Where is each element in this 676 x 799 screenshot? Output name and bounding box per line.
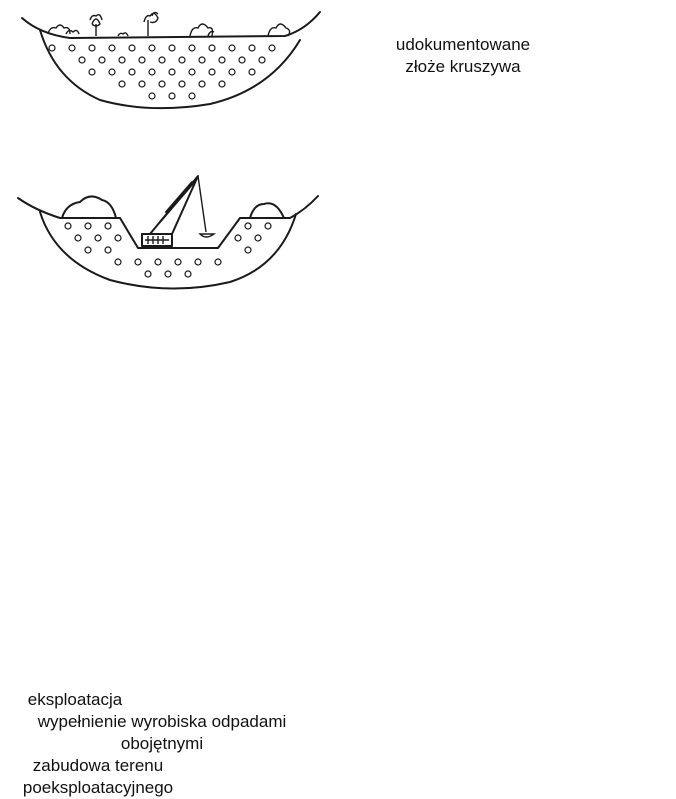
stage-label-development: zabudowa terenu poeksploatacyjnego	[0, 755, 196, 799]
deposit-illustration	[22, 12, 320, 108]
vegetation-icon	[48, 12, 290, 36]
stage-label-backfill: wypełnienie wyrobiska odpadami obojętnym…	[0, 711, 324, 755]
stage-label-extraction: eksploatacja	[0, 689, 150, 711]
excavator-icon	[142, 176, 214, 246]
process-diagram: udokumentowane złoże kruszywa	[0, 0, 676, 684]
extraction-illustration	[18, 176, 318, 289]
stage-label-deposit: udokumentowane złoże kruszywa	[338, 34, 588, 78]
gravel-pattern	[65, 223, 271, 277]
